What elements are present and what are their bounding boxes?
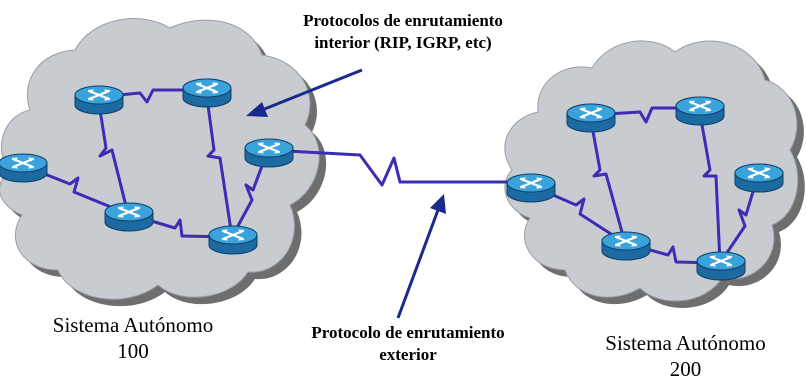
- as-200-line2: 200: [669, 357, 702, 381]
- router-icon: [243, 137, 295, 169]
- router-icon: [0, 152, 49, 184]
- router-icon: [103, 201, 155, 233]
- as-200-line1: Sistema Autónomo: [605, 331, 766, 355]
- interior-arrow: [246, 68, 363, 117]
- exterior-protocol-line1: Protocolo de enrutamiento: [311, 323, 505, 342]
- link: [204, 89, 234, 238]
- exterior-protocol-label: Protocolo de enrutamiento exterior: [268, 322, 548, 366]
- as-200-links: [529, 106, 760, 265]
- router-icon: [565, 102, 617, 134]
- exterior-link: [267, 148, 530, 187]
- router-icon: [207, 224, 259, 256]
- exterior-protocol-line2: exterior: [379, 345, 437, 364]
- link: [230, 149, 270, 238]
- as-100-line1: Sistema Autónomo: [52, 313, 214, 337]
- as-100-line2: 100: [117, 339, 149, 363]
- router-icon: [733, 162, 785, 194]
- link: [21, 163, 129, 216]
- router-icon: [505, 172, 557, 204]
- router-icon: [674, 95, 726, 127]
- link: [589, 106, 699, 124]
- as-100-label: Sistema Autónomo 100: [28, 312, 238, 364]
- interior-protocols-label: Protocolos de enrutamiento interior (RIP…: [238, 10, 568, 54]
- link: [96, 96, 130, 215]
- interior-protocols-line1: Protocolos de enrutamiento: [303, 11, 503, 30]
- router-icon: [181, 77, 233, 109]
- router-icon: [600, 230, 652, 262]
- router-icon: [695, 250, 747, 282]
- interior-protocols-line2: interior (RIP, IGRP, etc): [314, 33, 492, 52]
- as-200-label: Sistema Autónomo 200: [578, 330, 793, 382]
- exterior-arrow: [396, 194, 446, 319]
- link: [529, 183, 626, 245]
- link: [697, 107, 722, 264]
- link: [624, 241, 721, 265]
- as-100-links: [21, 88, 270, 239]
- link: [97, 88, 206, 104]
- link: [718, 174, 760, 264]
- link: [127, 212, 233, 239]
- router-icon: [73, 84, 125, 116]
- link: [588, 114, 627, 244]
